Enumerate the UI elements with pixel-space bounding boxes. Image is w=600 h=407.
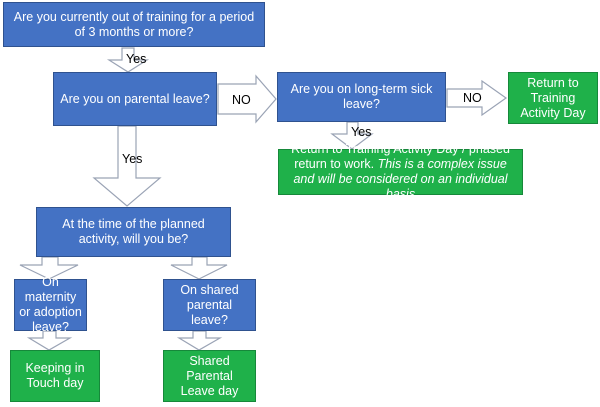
node-return-training-day: Return to Training Activity Day (508, 72, 598, 124)
node-out-of-training: Are you currently out of training for a … (3, 2, 265, 47)
node-planned-activity-text: At the time of the planned activity, wil… (62, 217, 205, 246)
label-no-2: NO (463, 91, 482, 105)
node-maternity-adoption-text: On maternity or adoption leave? (19, 275, 82, 334)
node-shared-parental-text: On shared parental leave? (180, 282, 239, 327)
arrow-no-2 (446, 79, 508, 117)
arrow-no-1 (217, 74, 277, 124)
arrow-yes-3 (92, 125, 162, 207)
node-keeping-in-touch: Keeping in Touch day (10, 350, 100, 402)
arrow-down-shared (176, 330, 223, 351)
label-no-1: NO (232, 93, 251, 107)
node-long-term-sick-text: Are you on long-term sick leave? (290, 82, 433, 111)
arrow-yes-1 (106, 47, 150, 73)
node-return-training-day-text: Return to Training Activity Day (520, 75, 586, 120)
node-phased-return-italic: This is a complex issue and will be cons… (293, 157, 508, 201)
node-long-term-sick: Are you on long-term sick leave? (277, 72, 446, 122)
arrow-fork-right (170, 256, 228, 280)
node-phased-return-text: Return to Training Activity Day / phased… (283, 142, 518, 202)
node-shared-parental-day: Shared Parental Leave day (163, 350, 256, 402)
node-phased-return-main: Return to Training Activity Day / phased… (291, 142, 510, 171)
node-out-of-training-text: Are you currently out of training for a … (13, 9, 255, 39)
node-parental-leave: Are you on parental leave? (53, 72, 217, 126)
node-keeping-in-touch-text: Keeping in Touch day (25, 361, 85, 390)
node-maternity-adoption: On maternity or adoption leave? (14, 275, 87, 334)
arrow-down-maternity (26, 330, 73, 351)
node-shared-parental: On shared parental leave? (163, 279, 256, 331)
arrow-fork-left (19, 256, 79, 280)
arrow-yes-2 (330, 121, 374, 150)
label-yes-3: Yes (122, 152, 143, 166)
node-shared-parental-day-text: Shared Parental Leave day (180, 353, 239, 398)
node-parental-leave-text: Are you on parental leave? (60, 91, 210, 106)
node-planned-activity: At the time of the planned activity, wil… (36, 207, 231, 257)
label-yes-2: Yes (351, 125, 372, 139)
label-yes-1: Yes (126, 52, 147, 66)
node-phased-return: Return to Training Activity Day / phased… (278, 142, 523, 201)
